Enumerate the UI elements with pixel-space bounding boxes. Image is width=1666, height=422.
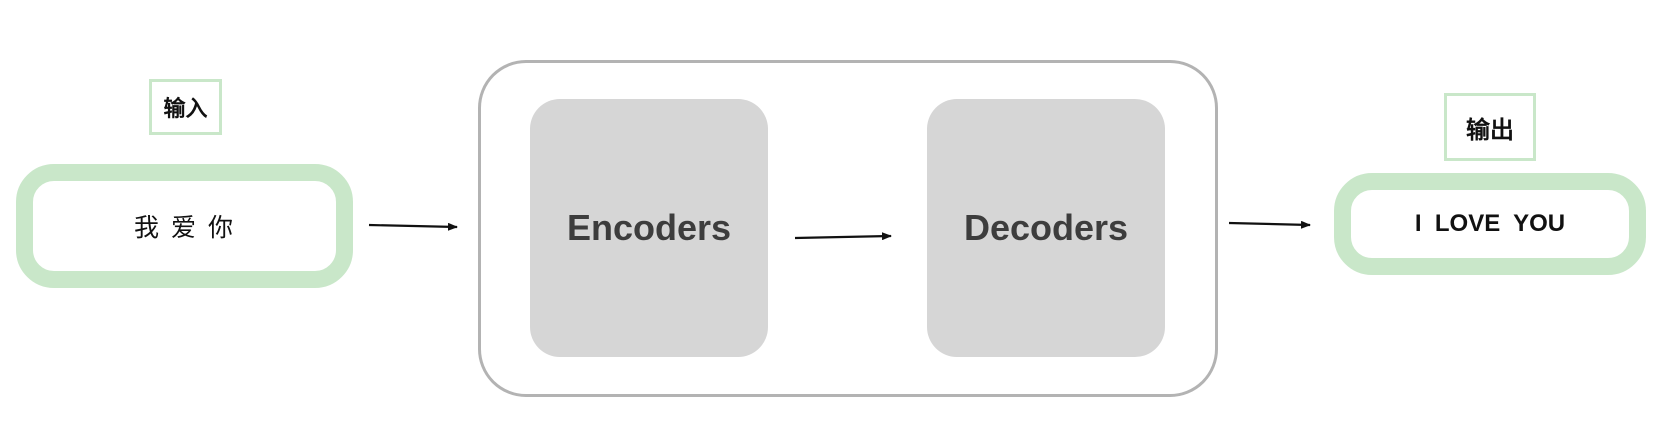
- output-tag-label: 输出: [1466, 115, 1514, 144]
- output-box: I LOVE YOU: [1334, 173, 1646, 275]
- input-box: 我 爱 你: [16, 164, 353, 288]
- decoder-to-output-arrow: [1228, 220, 1311, 229]
- input-tag-label: 输入: [163, 97, 208, 122]
- decoders-block: Decoders: [927, 99, 1165, 357]
- input-text: 我 爱 你: [134, 213, 235, 242]
- decoders-label: Decoders: [963, 207, 1129, 248]
- output-text: I LOVE YOU: [1414, 210, 1566, 237]
- encoders-block: Encoders: [530, 99, 768, 357]
- input-tag: 输入: [149, 79, 222, 135]
- input-to-encoder-arrow: [368, 222, 458, 231]
- encoders-label: Encoders: [566, 207, 732, 248]
- output-tag: 输出: [1444, 93, 1536, 161]
